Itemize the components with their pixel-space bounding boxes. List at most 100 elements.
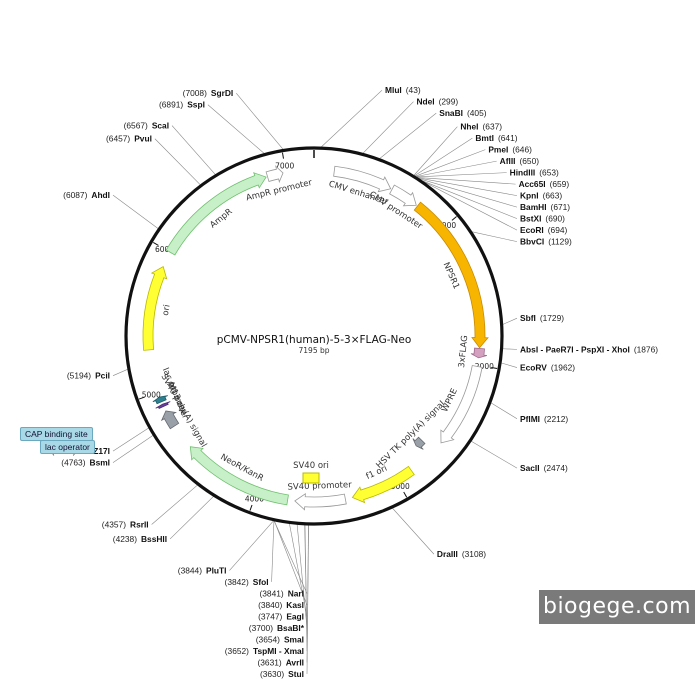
- site-position: (1129): [548, 237, 572, 247]
- site-leader: [362, 101, 414, 154]
- site-leader: [490, 402, 518, 420]
- site-leader: [236, 93, 284, 150]
- site-position: (6567): [124, 121, 148, 131]
- site-position: (6457): [106, 134, 130, 144]
- site-leader: [500, 362, 518, 368]
- site-label-absi-paer7i-pspxi-xhoi: AbsI - PaeR7I - PspXI - XhoI (1876): [520, 344, 658, 354]
- site-leader: [379, 112, 437, 159]
- site-position: (671): [551, 202, 571, 212]
- site-name: ScaI: [152, 121, 169, 131]
- site-name: BsmI: [90, 458, 110, 468]
- site-name: PflMI: [520, 414, 540, 424]
- site-leader: [470, 440, 518, 469]
- site-leader: [169, 495, 214, 540]
- site-label-sspi: (6891) SspI: [159, 100, 205, 110]
- site-name: KpnI: [520, 191, 539, 201]
- site-name: SspI: [187, 100, 205, 110]
- plasmid-title: pCMV-NPSR1(human)-5-3×FLAG-Neo: [217, 334, 412, 346]
- site-position: (2474): [544, 463, 568, 473]
- site-name: SfoI: [253, 577, 269, 587]
- site-name: RsrII: [130, 519, 149, 529]
- feature-arrow-cmv-enhancer: [333, 165, 392, 193]
- feature-label-3xflag: 3xFLAG: [457, 335, 470, 368]
- site-label-mlui: MluI(43): [385, 85, 421, 95]
- site-leader: [414, 137, 473, 177]
- site-leader: [416, 177, 516, 185]
- feature-label-hsv-tk-poly-a-signal: HSV TK poly(A) signal: [375, 399, 448, 471]
- site-position: (3654): [256, 634, 280, 644]
- site-position: (646): [512, 145, 532, 155]
- site-name: AbsI - PaeR7I - PspXI - XhoI: [520, 344, 630, 354]
- site-name: AvrII: [286, 657, 304, 667]
- site-position: (3700): [249, 623, 273, 633]
- site-name: SmaI: [284, 634, 304, 644]
- site-name: NheI: [460, 122, 478, 132]
- site-label-pvui: (6457) PvuI: [106, 134, 152, 144]
- site-label-aflii: AflII(650): [500, 156, 540, 166]
- site-leader: [273, 520, 308, 606]
- site-label-kasi: (3840)KasI: [258, 600, 304, 610]
- site-position: (405): [467, 108, 487, 118]
- site-position: (3842): [225, 577, 249, 587]
- site-position: (694): [548, 225, 568, 235]
- site-name: AhdI: [91, 190, 110, 200]
- site-position: (663): [543, 191, 563, 201]
- site-position: (3652): [225, 646, 249, 656]
- site-label-pluti: (3844)PluTI: [178, 565, 227, 575]
- site-label-pmei: PmeI(646): [488, 145, 532, 155]
- site-label-sfoi: (3842) SfoI: [225, 577, 269, 587]
- site-leader: [306, 524, 309, 674]
- site-leader: [417, 177, 518, 196]
- cap-binding-site-label: CAP binding site: [20, 427, 93, 441]
- tick-label-6000: 6000: [155, 245, 174, 254]
- site-position: (1729): [540, 313, 564, 323]
- site-label-ecorv: EcoRV(1962): [520, 363, 575, 373]
- site-name: PvuI: [134, 134, 152, 144]
- site-name: SbfI: [520, 313, 536, 323]
- site-label-snabi: SnaBI(405): [439, 108, 487, 118]
- site-position: (637): [483, 122, 503, 132]
- site-name: BsaBI*: [277, 623, 305, 633]
- site-position: (650): [519, 156, 539, 166]
- feature-arrow-cmv-promoter: [389, 184, 417, 207]
- site-label-avrii: (3631) AvrII: [257, 657, 304, 667]
- site-name: PluTI: [206, 565, 226, 575]
- site-position: (5194): [67, 371, 91, 381]
- site-label-sgrdi: (7008)SgrDI: [183, 88, 234, 98]
- site-leader: [289, 523, 308, 617]
- site-leader: [229, 520, 274, 571]
- site-name: MluI: [385, 85, 402, 95]
- site-name: BssHII: [141, 534, 167, 544]
- site-label-sbfi: SbfI (1729): [520, 313, 564, 323]
- site-leader: [271, 520, 275, 582]
- site-leader: [207, 104, 265, 154]
- site-leader: [418, 178, 518, 208]
- site-name: NarI: [288, 588, 304, 598]
- site-leader-lines: [112, 89, 518, 674]
- site-position: (641): [498, 133, 518, 143]
- site-leader: [502, 348, 518, 350]
- site-position: (3840): [258, 600, 282, 610]
- site-name: NdeI: [416, 97, 434, 107]
- site-label-bamhi: BamHI(671): [520, 202, 570, 212]
- site-label-eagi: (3747)EagI: [258, 611, 304, 621]
- tick-label-5000: 5000: [142, 391, 161, 400]
- feature-arrow-ori: [142, 266, 168, 351]
- site-leader: [502, 317, 518, 325]
- site-leader: [414, 149, 486, 177]
- site-label-bsmi: (4763)BsmI: [61, 458, 110, 468]
- site-position: (1876): [634, 344, 658, 354]
- site-name: EcoRV: [520, 363, 547, 373]
- sv40-ori-label: SV40 ori: [293, 461, 329, 471]
- site-label-stui: (3630)StuI: [260, 669, 304, 679]
- site-leader: [112, 194, 159, 230]
- site-position: (6891): [159, 100, 183, 110]
- site-position: (3631): [257, 657, 281, 667]
- site-label-rsrii: (4357)RsrII: [102, 519, 149, 529]
- site-label-ahdi: (6087)AhdI: [63, 190, 110, 200]
- tick-mark-3000: [403, 491, 408, 498]
- tick-label-1000: 1000: [437, 221, 456, 230]
- sv40-ori-box: SV40 ori: [293, 461, 329, 484]
